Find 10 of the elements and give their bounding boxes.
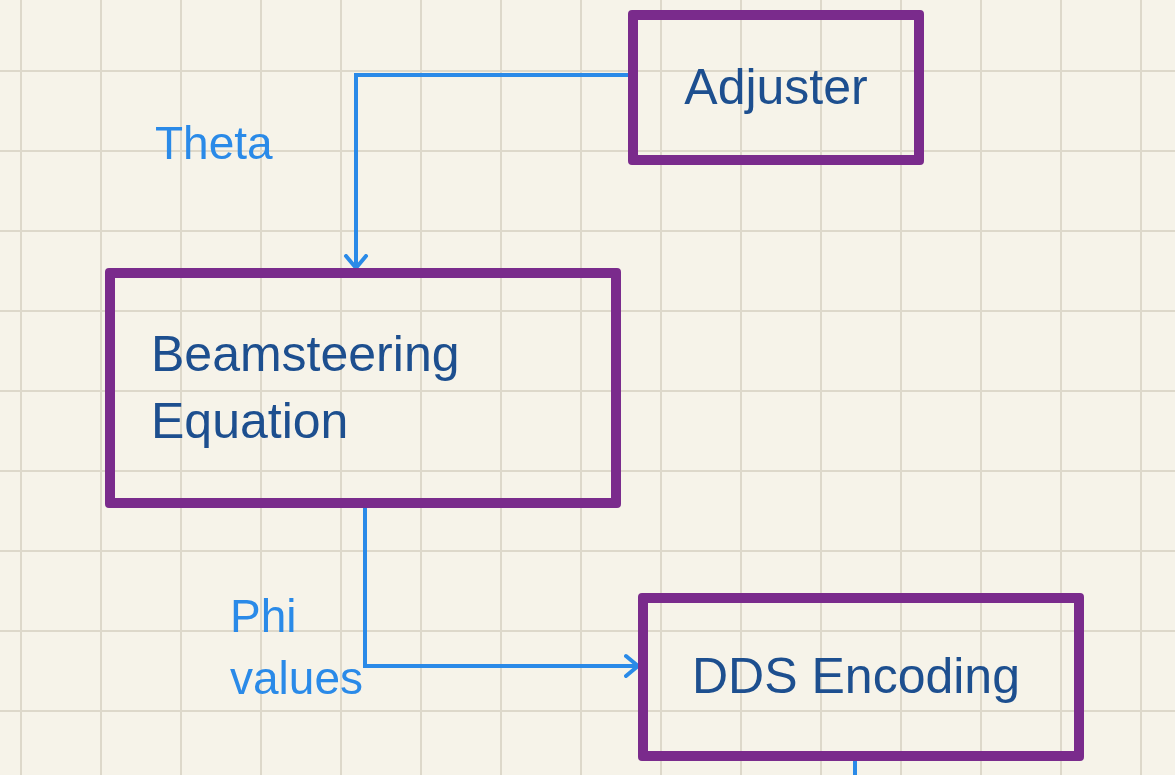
box-label: Beamsteering Equation	[151, 324, 461, 451]
process-box	[105, 268, 621, 508]
process-box	[628, 10, 924, 165]
arrow	[344, 73, 628, 270]
box-label: DDS Encoding	[692, 647, 1020, 707]
edge-label: Phi values	[230, 589, 364, 707]
arrow	[363, 508, 640, 678]
edge-label: Theta	[155, 116, 274, 171]
box-label: Adjuster	[684, 57, 868, 117]
process-box	[638, 593, 1084, 761]
